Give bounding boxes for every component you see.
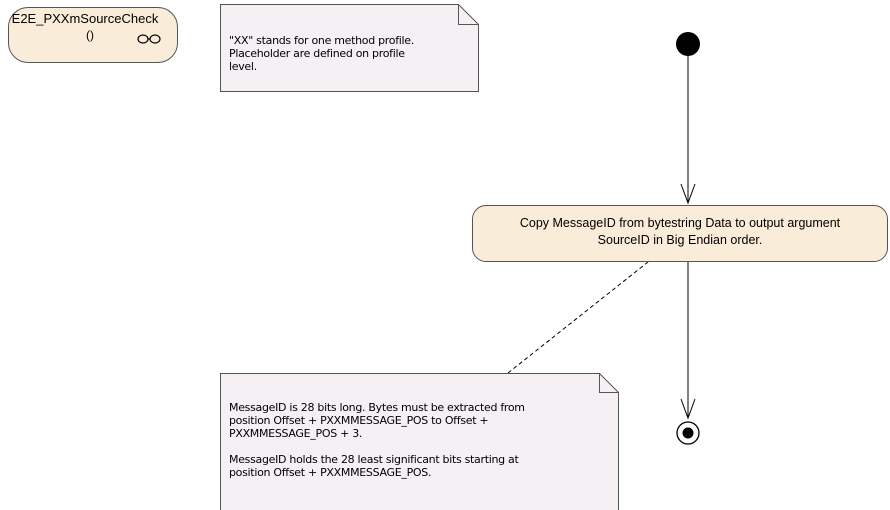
initial-node (676, 32, 700, 56)
rake-icon (137, 34, 161, 44)
activity-frame (8, 7, 178, 63)
note-text-messageid: MessageID is 28 bits long. Bytes must be… (229, 401, 525, 479)
note-shape (220, 4, 479, 92)
action-node (472, 205, 888, 262)
activity-params: () (86, 28, 94, 42)
note-anchor (507, 261, 649, 374)
note-fold (599, 373, 619, 393)
activity-name: E2E_PXXmSourceCheck (11, 11, 159, 26)
action-label: Copy MessageID from bytestring Data to o… (519, 216, 841, 247)
note-fold (458, 4, 479, 25)
arrowhead (680, 398, 696, 420)
final-node-dot (682, 427, 694, 439)
note-shape (220, 373, 619, 510)
note-text-placeholder: "XX" stands for one method profile. Plac… (229, 34, 414, 73)
arrowhead (680, 183, 696, 205)
